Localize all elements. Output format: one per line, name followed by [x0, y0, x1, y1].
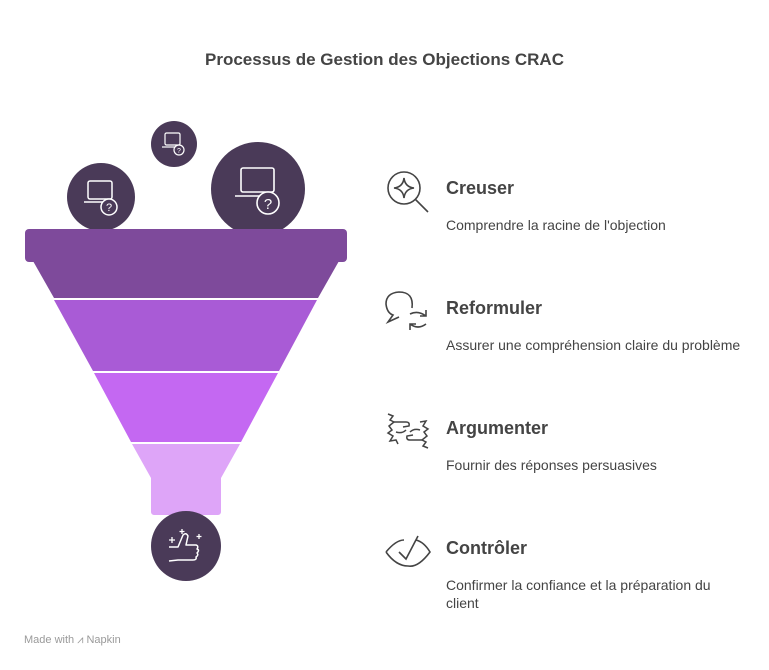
- funnel-diagram: ? ? ?: [25, 121, 347, 581]
- funnel-band-4: [132, 444, 240, 515]
- hands-argue-icon: [386, 413, 430, 449]
- svg-text:?: ?: [106, 202, 112, 214]
- step-description: Fournir des réponses persuasives: [446, 457, 657, 473]
- step-description: Confirmer la confiance et la préparation…: [446, 577, 711, 611]
- step-description: Assurer une compréhension claire du prob…: [446, 337, 741, 353]
- step-title: Reformuler: [446, 298, 543, 318]
- step-title: Contrôler: [446, 538, 527, 558]
- step-title: Argumenter: [446, 418, 549, 438]
- funnel-rim: [25, 229, 347, 262]
- step-description: Comprendre la racine de l'objection: [446, 217, 666, 233]
- funnel-band-1: [33, 261, 339, 298]
- laptop-question-icon: ?: [151, 121, 197, 167]
- funnel-band-3: [94, 373, 278, 442]
- thumbs-up-sparkle-icon: [151, 511, 221, 581]
- search-sparkle-icon: [387, 171, 429, 213]
- svg-text:?: ?: [177, 148, 181, 155]
- eye-check-icon: [385, 535, 431, 568]
- laptop-question-icon: ?: [67, 163, 135, 231]
- chat-refresh-icon: [385, 291, 427, 330]
- laptop-question-icon: ?: [211, 142, 305, 236]
- diagram-title: Processus de Gestion des Objections CRAC: [205, 50, 564, 69]
- svg-text:?: ?: [264, 196, 272, 213]
- step-title: Creuser: [446, 178, 515, 198]
- funnel-band-2: [54, 300, 317, 371]
- napkin-watermark: Made with ⩘ Napkin: [24, 634, 121, 646]
